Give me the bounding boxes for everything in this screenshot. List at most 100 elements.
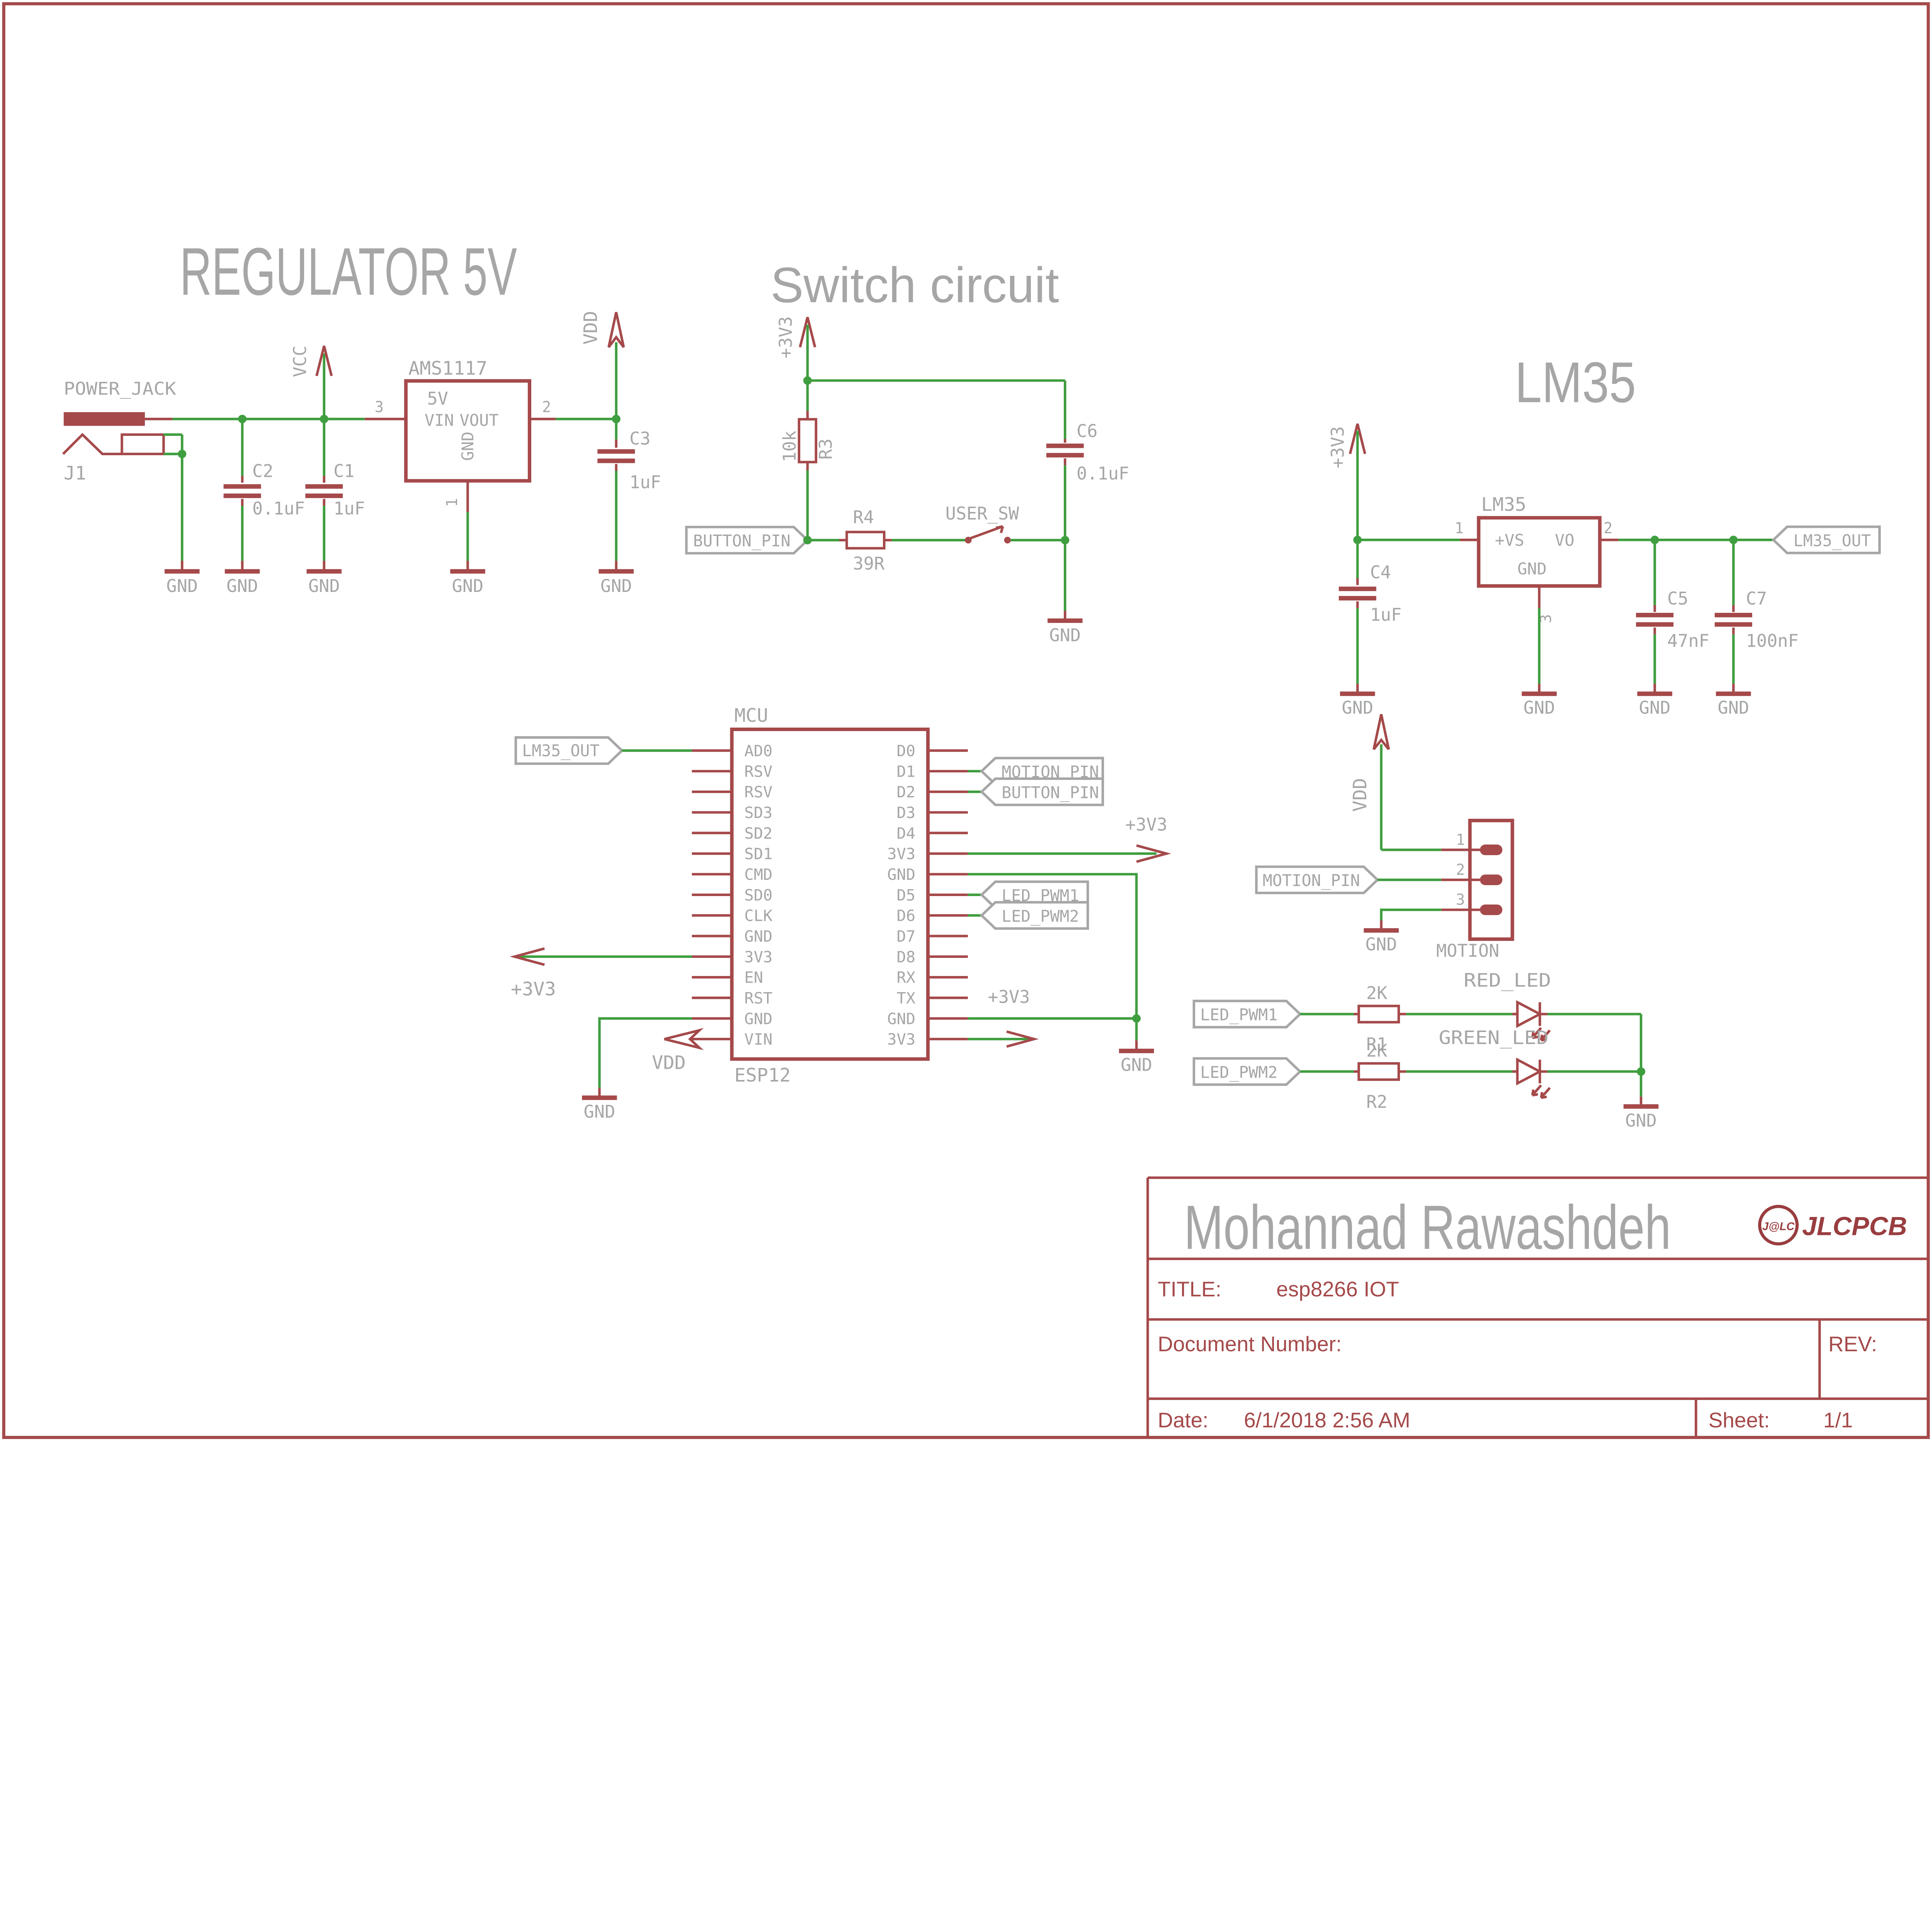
net-flag-label: BUTTON_PIN [693, 531, 791, 550]
section-lm35: LM35 +3V3 1 LM35 +VS VO GND 2 LM35_OUT G… [1328, 350, 1881, 718]
section-title: Switch circuit [770, 257, 1059, 313]
mcu-part: ESP12 [734, 1065, 791, 1086]
vdd-arrow-icon [1372, 714, 1390, 750]
net-flag-led-pwm1 [1192, 1000, 1302, 1029]
ic-name: AMS1117 [408, 358, 487, 379]
mcu-pin-label: 3V3 [744, 947, 772, 966]
p3v3-label: +3V3 [988, 986, 1030, 1007]
vcc-label: VCC [290, 345, 310, 377]
vcc-arrow-icon [315, 345, 333, 376]
wire [1380, 908, 1441, 921]
junction-dot [803, 536, 812, 544]
mcu-pin-label: CLK [744, 906, 773, 925]
title-label: TITLE: [1158, 1277, 1221, 1301]
gnd-label: GND [1718, 697, 1749, 718]
cap-ref: C5 [1667, 588, 1688, 609]
power-jack-pin [63, 412, 145, 426]
mcu-pin-label: 3V3 [887, 845, 915, 863]
resistor-ref: R3 [816, 439, 836, 459]
mcu-pin-label: D8 [896, 947, 915, 966]
mcu-pin-label: RSV [744, 783, 772, 801]
cap-value: 1uF [333, 498, 365, 519]
author-name: Mohannad Rawashdeh [1184, 1193, 1671, 1262]
section-leds: LED_PWM1 2K R1 RED_LED LED_PWM2 2K R2 GR… [1192, 969, 1659, 1131]
led-name: GREEN_LED [1439, 1027, 1548, 1049]
mcu-pin-label: EN [744, 968, 763, 987]
gnd-label: GND [226, 576, 258, 596]
resistor-ref: R4 [853, 507, 874, 527]
resistor-value: 2K [1366, 983, 1388, 1003]
cap-ref: C6 [1077, 421, 1097, 441]
wire [968, 873, 1138, 1019]
connector-pin-stubs [1441, 849, 1480, 911]
net-flag-button-pin [980, 777, 1104, 806]
pin-number: 2 [1456, 861, 1465, 879]
mcu-pin-label: SD2 [744, 824, 772, 842]
document-number-label: Document Number: [1158, 1332, 1342, 1356]
gnd-label: GND [584, 1102, 616, 1122]
net-flag-lm35-out [514, 736, 624, 765]
mcu-pin-label: D7 [896, 927, 915, 946]
p3v3-label: +3V3 [776, 316, 796, 359]
gnd-label: GND [1639, 697, 1671, 718]
date-label: Date: [1158, 1408, 1208, 1432]
connector-pad [1480, 904, 1503, 915]
mcu-pin-label: D0 [896, 742, 915, 760]
cap-value: 100nF [1746, 631, 1798, 651]
mcu-pin-label: TX [896, 989, 915, 1007]
resistor-value: 39R [853, 553, 884, 574]
led-diode-icon [1516, 1000, 1543, 1028]
mcu-pin-label: RST [744, 989, 772, 1007]
mcu-pin-label: D6 [896, 906, 915, 925]
sheet-value: 1/1 [1823, 1408, 1853, 1432]
net-flag-led-pwm2 [980, 901, 1089, 930]
p3v3-label: +3V3 [1328, 426, 1348, 468]
wire [598, 1017, 692, 1088]
mcu-pin-label: SD0 [744, 886, 772, 904]
p3v3-arrow-icon [1006, 1030, 1039, 1048]
vdd-label: VDD [1349, 778, 1371, 812]
mcu-pin-label: D1 [896, 762, 915, 781]
switch-name: USER_SW [946, 503, 1019, 524]
gnd-label: GND [1342, 697, 1373, 718]
rev-label: REV: [1828, 1332, 1877, 1356]
ic-pin-vo: VO [1555, 531, 1575, 549]
led-light-arrows-icon [1531, 1084, 1551, 1099]
resistor-body [1357, 1005, 1400, 1024]
cap-ref: C7 [1746, 588, 1767, 609]
led-diode-icon [1516, 1058, 1543, 1086]
gnd-label: GND [1121, 1054, 1152, 1075]
ic-value: 5V [427, 388, 448, 409]
net-flag-label: LED_PWM2 [1002, 906, 1079, 925]
mcu-pin-label: GND [887, 1009, 915, 1028]
section-regulator: REGULATOR 5V POWER_JACK 3 VCC J1 GND [62, 234, 661, 596]
vdd-label: VDD [652, 1052, 686, 1074]
jack-ref: J1 [64, 463, 86, 484]
net-flag-lm35-out [1771, 526, 1881, 554]
gnd-label: GND [600, 576, 632, 596]
p3v3-arrow-icon [799, 317, 816, 348]
junction-dot [1061, 536, 1070, 544]
section-mcu: MCU ESP12 AD0 RSV RSV SD3 SD2 SD1 CMD SD… [510, 705, 1172, 1122]
vdd-arrow-icon [664, 1028, 704, 1050]
connector-pad [1480, 874, 1503, 885]
ic-pin-vs: +VS [1495, 531, 1524, 549]
title-block: Mohannad Rawashdeh J@LC JLCPCB TITLE: es… [1146, 1176, 1929, 1438]
date-value: 6/1/2018 2:56 AM [1244, 1408, 1410, 1432]
pin-number: 1 [1456, 831, 1465, 849]
resistor-ref: R2 [1366, 1092, 1387, 1112]
gnd-label: GND [1524, 697, 1555, 718]
pin-number: 1 [444, 498, 461, 507]
mcu-pin-label: CMD [744, 865, 772, 884]
mcu-pin-label: SD3 [744, 803, 772, 822]
led-name: RED_LED [1464, 969, 1551, 991]
resistor-body [845, 531, 886, 550]
power-jack-label: POWER_JACK [64, 378, 177, 399]
pin-number: 1 [1455, 520, 1464, 537]
p3v3-arrow-icon [1136, 844, 1172, 863]
jack-prong [62, 433, 122, 456]
jlcpcb-badge-icon [1758, 1205, 1799, 1246]
net-flag-label: LED_PWM1 [1200, 1005, 1277, 1024]
title-value: esp8266 IOT [1276, 1277, 1399, 1301]
pin-number: 3 [1456, 891, 1465, 909]
